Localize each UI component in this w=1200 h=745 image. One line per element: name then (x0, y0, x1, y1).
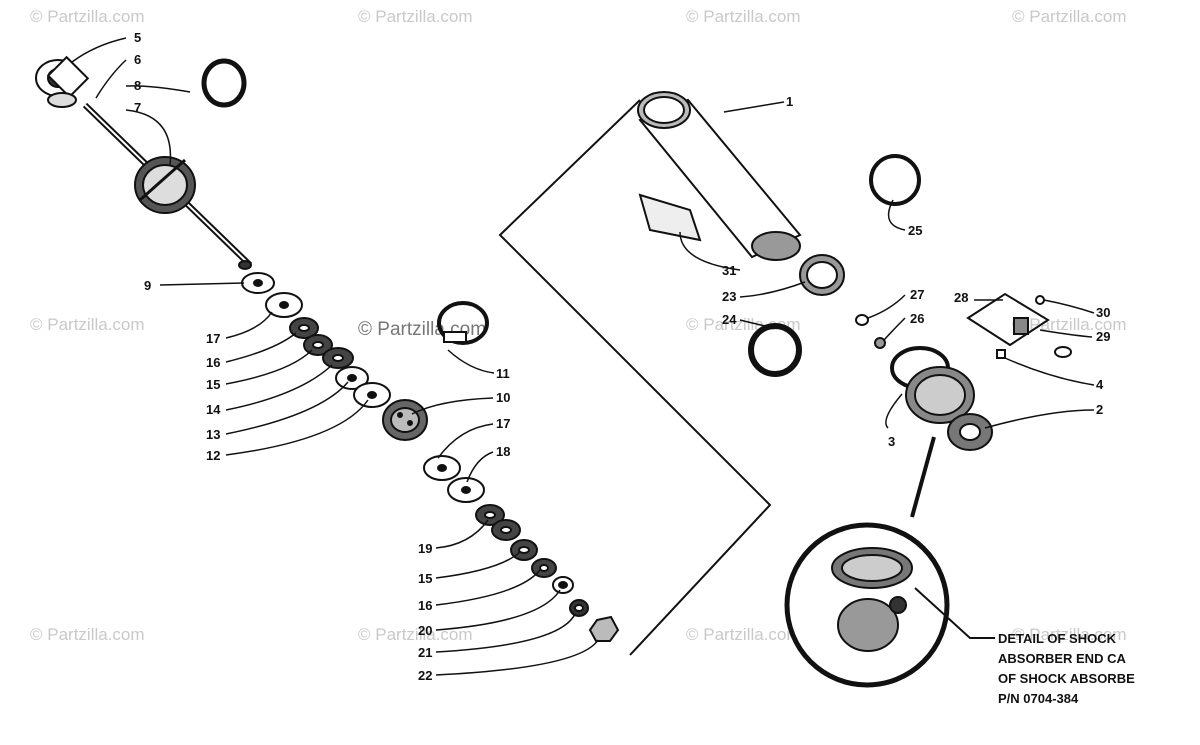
callout-12: 12 (206, 448, 220, 463)
assembly-bracket (498, 99, 772, 656)
watermark: © Partzilla.com (30, 625, 145, 644)
callout-9: 9 (144, 278, 151, 293)
callout-8: 8 (134, 78, 141, 93)
callout-1: 1 (786, 94, 793, 109)
detail-circle (784, 436, 995, 688)
detail-line-2: ABSORBER END CA (998, 651, 1126, 666)
callout-28: 28 (954, 290, 968, 305)
callout-27: 27 (910, 287, 924, 302)
callout-16a: 16 (206, 355, 220, 370)
leader-lines (71, 37, 1095, 676)
watermark: © Partzilla.com (686, 7, 801, 26)
shock-body (637, 91, 802, 261)
watermark: © Partzilla.com (1012, 625, 1127, 644)
callout-14: 14 (206, 402, 221, 417)
detail-line-3: OF SHOCK ABSORBE (998, 671, 1135, 686)
callout-11: 11 (496, 366, 510, 381)
callout-25: 25 (908, 223, 922, 238)
shim-stack-lower (423, 455, 620, 642)
callout-15a: 15 (206, 377, 220, 392)
callout-20: 20 (418, 623, 432, 638)
callout-16b: 16 (418, 598, 432, 613)
watermark: © Partzilla.com (1012, 7, 1127, 26)
piston (382, 301, 489, 441)
callout-29: 29 (1096, 329, 1110, 344)
callout-21: 21 (418, 645, 432, 660)
watermark: © Partzilla.com (1012, 315, 1127, 334)
detail-note: DETAIL OF SHOCK ABSORBER END CA OF SHOCK… (998, 631, 1135, 706)
callout-18: 18 (496, 444, 510, 459)
callout-6: 6 (134, 52, 141, 67)
callout-10: 10 (496, 390, 510, 405)
seals-and-rings (748, 154, 921, 377)
callout-19: 19 (418, 541, 432, 556)
callout-24: 24 (722, 312, 737, 327)
callout-labels: 5 6 8 7 9 17 16 15 14 13 12 11 10 17 18 … (134, 30, 1110, 683)
detail-line-1: DETAIL OF SHOCK (998, 631, 1117, 646)
callout-13: 13 (206, 427, 220, 442)
callout-31: 31 (722, 263, 736, 278)
callout-5: 5 (134, 30, 141, 45)
watermark: © Partzilla.com (686, 625, 801, 644)
watermark: © Partzilla.com (30, 7, 145, 26)
callout-17a: 17 (206, 331, 220, 346)
callout-23: 23 (722, 289, 736, 304)
callout-30: 30 (1096, 305, 1110, 320)
callout-2: 2 (1096, 402, 1103, 417)
end-cap (890, 346, 993, 451)
piston-rod-assembly (35, 55, 253, 270)
watermarks: © Partzilla.com © Partzilla.com © Partzi… (30, 7, 1127, 644)
watermark: © Partzilla.com (686, 315, 801, 334)
watermark: © Partzilla.com (358, 7, 473, 26)
callout-26: 26 (910, 311, 924, 326)
callout-15b: 15 (418, 571, 432, 586)
callout-22: 22 (418, 668, 432, 683)
callout-4: 4 (1096, 377, 1104, 392)
callout-17b: 17 (496, 416, 510, 431)
detail-line-4: P/N 0704-384 (998, 691, 1079, 706)
watermark: © Partzilla.com (30, 315, 145, 334)
shim-stack-upper (241, 272, 391, 408)
callout-7: 7 (134, 100, 141, 115)
callout-3: 3 (888, 434, 895, 449)
